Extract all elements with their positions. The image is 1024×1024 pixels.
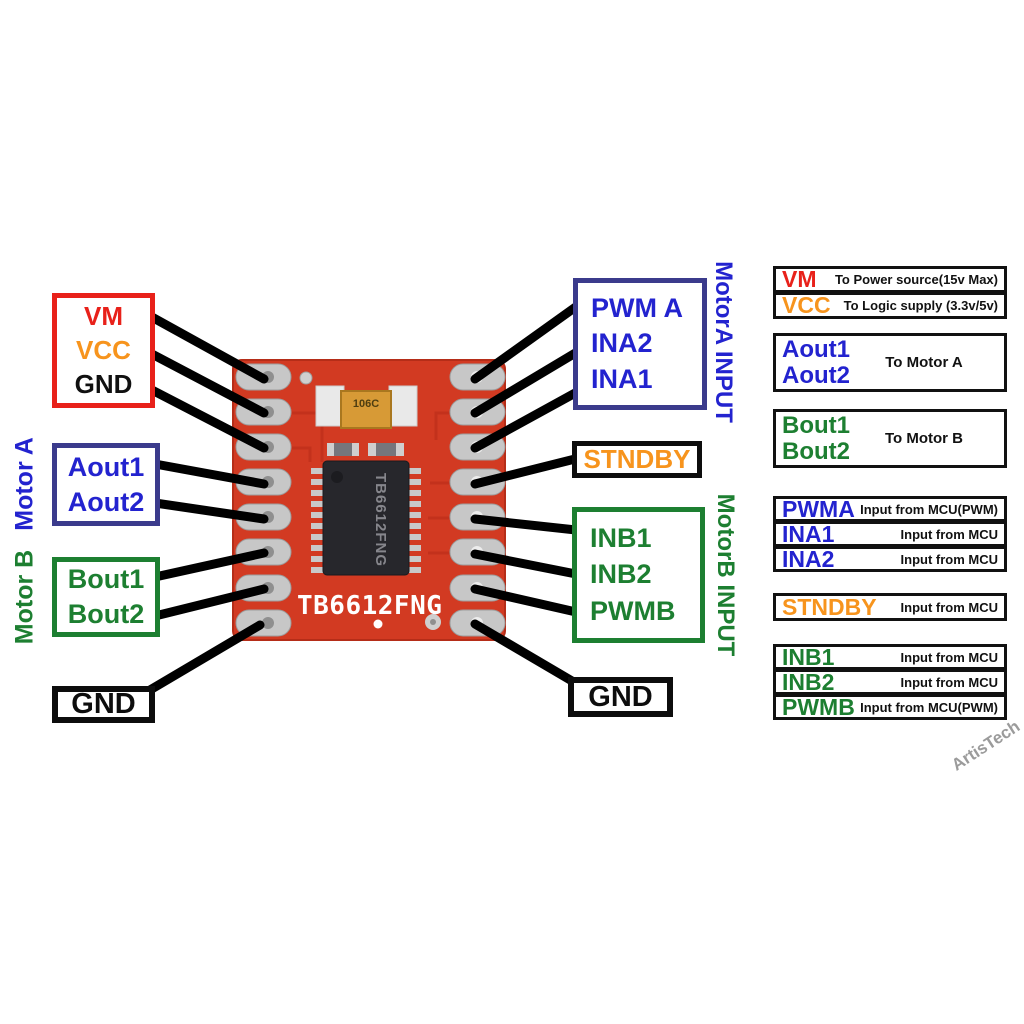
legend-stndby-name: STNDBY — [782, 593, 877, 620]
gnd-left-box: GND — [52, 686, 155, 723]
legend-row-pwmb: PWMB Input from MCU(PWM) — [773, 694, 1007, 720]
legend-motor-a: Aout1 Aout2 To Motor A — [773, 333, 1007, 392]
legend-ina2-name: INA2 — [782, 545, 835, 572]
motor-a-input-pins-box: PWM A INA2 INA1 — [573, 278, 707, 410]
legend-pwma-name: PWMA — [782, 495, 855, 522]
silkscreen-dot — [373, 619, 383, 629]
legend-motor-b-desc: To Motor B — [884, 430, 964, 447]
motor-b-pins-box: Bout1 Bout2 — [52, 557, 160, 637]
pin-label-aout1: Aout1 — [67, 451, 145, 482]
connector-lines — [145, 301, 582, 695]
legend-inb1-desc: Input from MCU — [900, 649, 998, 665]
pin-label-gnd: GND — [74, 369, 133, 399]
capacitor-marking: 106C — [353, 398, 379, 410]
legend-row-vm: VM To Power source(15v Max) — [773, 266, 1007, 293]
mount-hole — [299, 371, 313, 385]
motor-b-input-pins-box: INB1 INB2 PWMB — [572, 507, 705, 643]
motor-b-input-group-label: MotorB INPUT — [712, 493, 739, 657]
legend-row-inb1: INB1 Input from MCU — [773, 644, 1007, 670]
capacitor: 106C — [315, 385, 418, 429]
motor-a-group-label: Motor A — [10, 437, 39, 531]
pin-label-inb2: INB2 — [590, 559, 652, 590]
legend-aout2: Aout2 — [782, 361, 850, 389]
legend-motor-b: Bout1 Bout2 To Motor B — [773, 409, 1007, 468]
legend-row-stndby: STNDBY Input from MCU — [773, 593, 1007, 621]
power-pins-box: VM VCC GND — [52, 293, 155, 408]
legend-pwmb-desc: Input from MCU(PWM) — [860, 699, 998, 715]
legend-stndby-desc: Input from MCU — [900, 599, 998, 615]
legend-ina1-desc: Input from MCU — [900, 526, 998, 542]
silkscreen-label: TB6612FNG — [297, 591, 442, 621]
pin-label-pwmb: PWMB — [590, 596, 676, 627]
motor-b-group-label: Motor B — [10, 549, 39, 645]
legend-bout1: Bout1 — [782, 411, 850, 439]
legend-inb2-desc: Input from MCU — [900, 674, 998, 690]
legend-vcc-desc: To Logic supply (3.3v/5v) — [843, 298, 998, 313]
legend-pwmb-name: PWMB — [782, 693, 855, 720]
legend-row-inb2: INB2 Input from MCU — [773, 669, 1007, 695]
legend-ina2-desc: Input from MCU — [900, 551, 998, 567]
motor-a-pins-box: Aout1 Aout2 — [52, 443, 160, 526]
pin-label-gnd-left: GND — [71, 688, 136, 720]
legend-row-ina1: INA1 Input from MCU — [773, 521, 1007, 547]
legend-ina1-name: INA1 — [782, 520, 835, 547]
legend-vcc-name: VCC — [782, 292, 831, 318]
legend-bout2: Bout2 — [782, 437, 850, 465]
ic-pins — [311, 468, 421, 573]
legend-vm-desc: To Power source(15v Max) — [834, 272, 998, 287]
pin-label-ina1: INA1 — [591, 363, 653, 394]
pcb-board: 106C — [232, 359, 506, 641]
gnd-right-box: GND — [568, 677, 673, 717]
pin-label-inb1: INB1 — [590, 522, 652, 553]
legend-row-pwma: PWMA Input from MCU(PWM) — [773, 496, 1007, 522]
pin-label-aout2: Aout2 — [67, 486, 145, 517]
board-ring-center — [430, 619, 436, 625]
passive-components — [327, 443, 404, 456]
pin-label-stndby: STNDBY — [583, 444, 691, 474]
legend-aout1: Aout1 — [782, 335, 850, 363]
motor-a-input-group-label: MotorA INPUT — [710, 261, 737, 423]
pin-label-vcc: VCC — [76, 335, 131, 365]
legend-inb2-name: INB2 — [782, 668, 835, 695]
pin-label-bout2: Bout2 — [67, 599, 145, 629]
pin-label-bout1: Bout1 — [67, 564, 145, 594]
legend-vm-name: VM — [782, 266, 817, 292]
pin-label-ina2: INA2 — [591, 328, 653, 359]
legend-row-ina2: INA2 Input from MCU — [773, 546, 1007, 572]
legend-pwma-desc: Input from MCU(PWM) — [860, 501, 998, 517]
chip-marking: TB6612FNG — [372, 473, 389, 567]
pin-label-pwma: PWM A — [591, 293, 683, 324]
pin-label-gnd-right: GND — [588, 680, 653, 713]
legend-motor-a-desc: To Motor A — [885, 354, 963, 371]
legend-motor-b-names: Bout1 Bout2 — [782, 411, 850, 465]
stndby-box: STNDBY — [572, 441, 702, 478]
ic-chip: TB6612FNG — [311, 460, 421, 576]
legend-row-vcc: VCC To Logic supply (3.3v/5v) — [773, 292, 1007, 319]
legend-motor-a-names: Aout1 Aout2 — [782, 335, 850, 389]
legend-inb1-name: INB1 — [782, 643, 835, 670]
pin-label-vm: VM — [84, 301, 123, 331]
